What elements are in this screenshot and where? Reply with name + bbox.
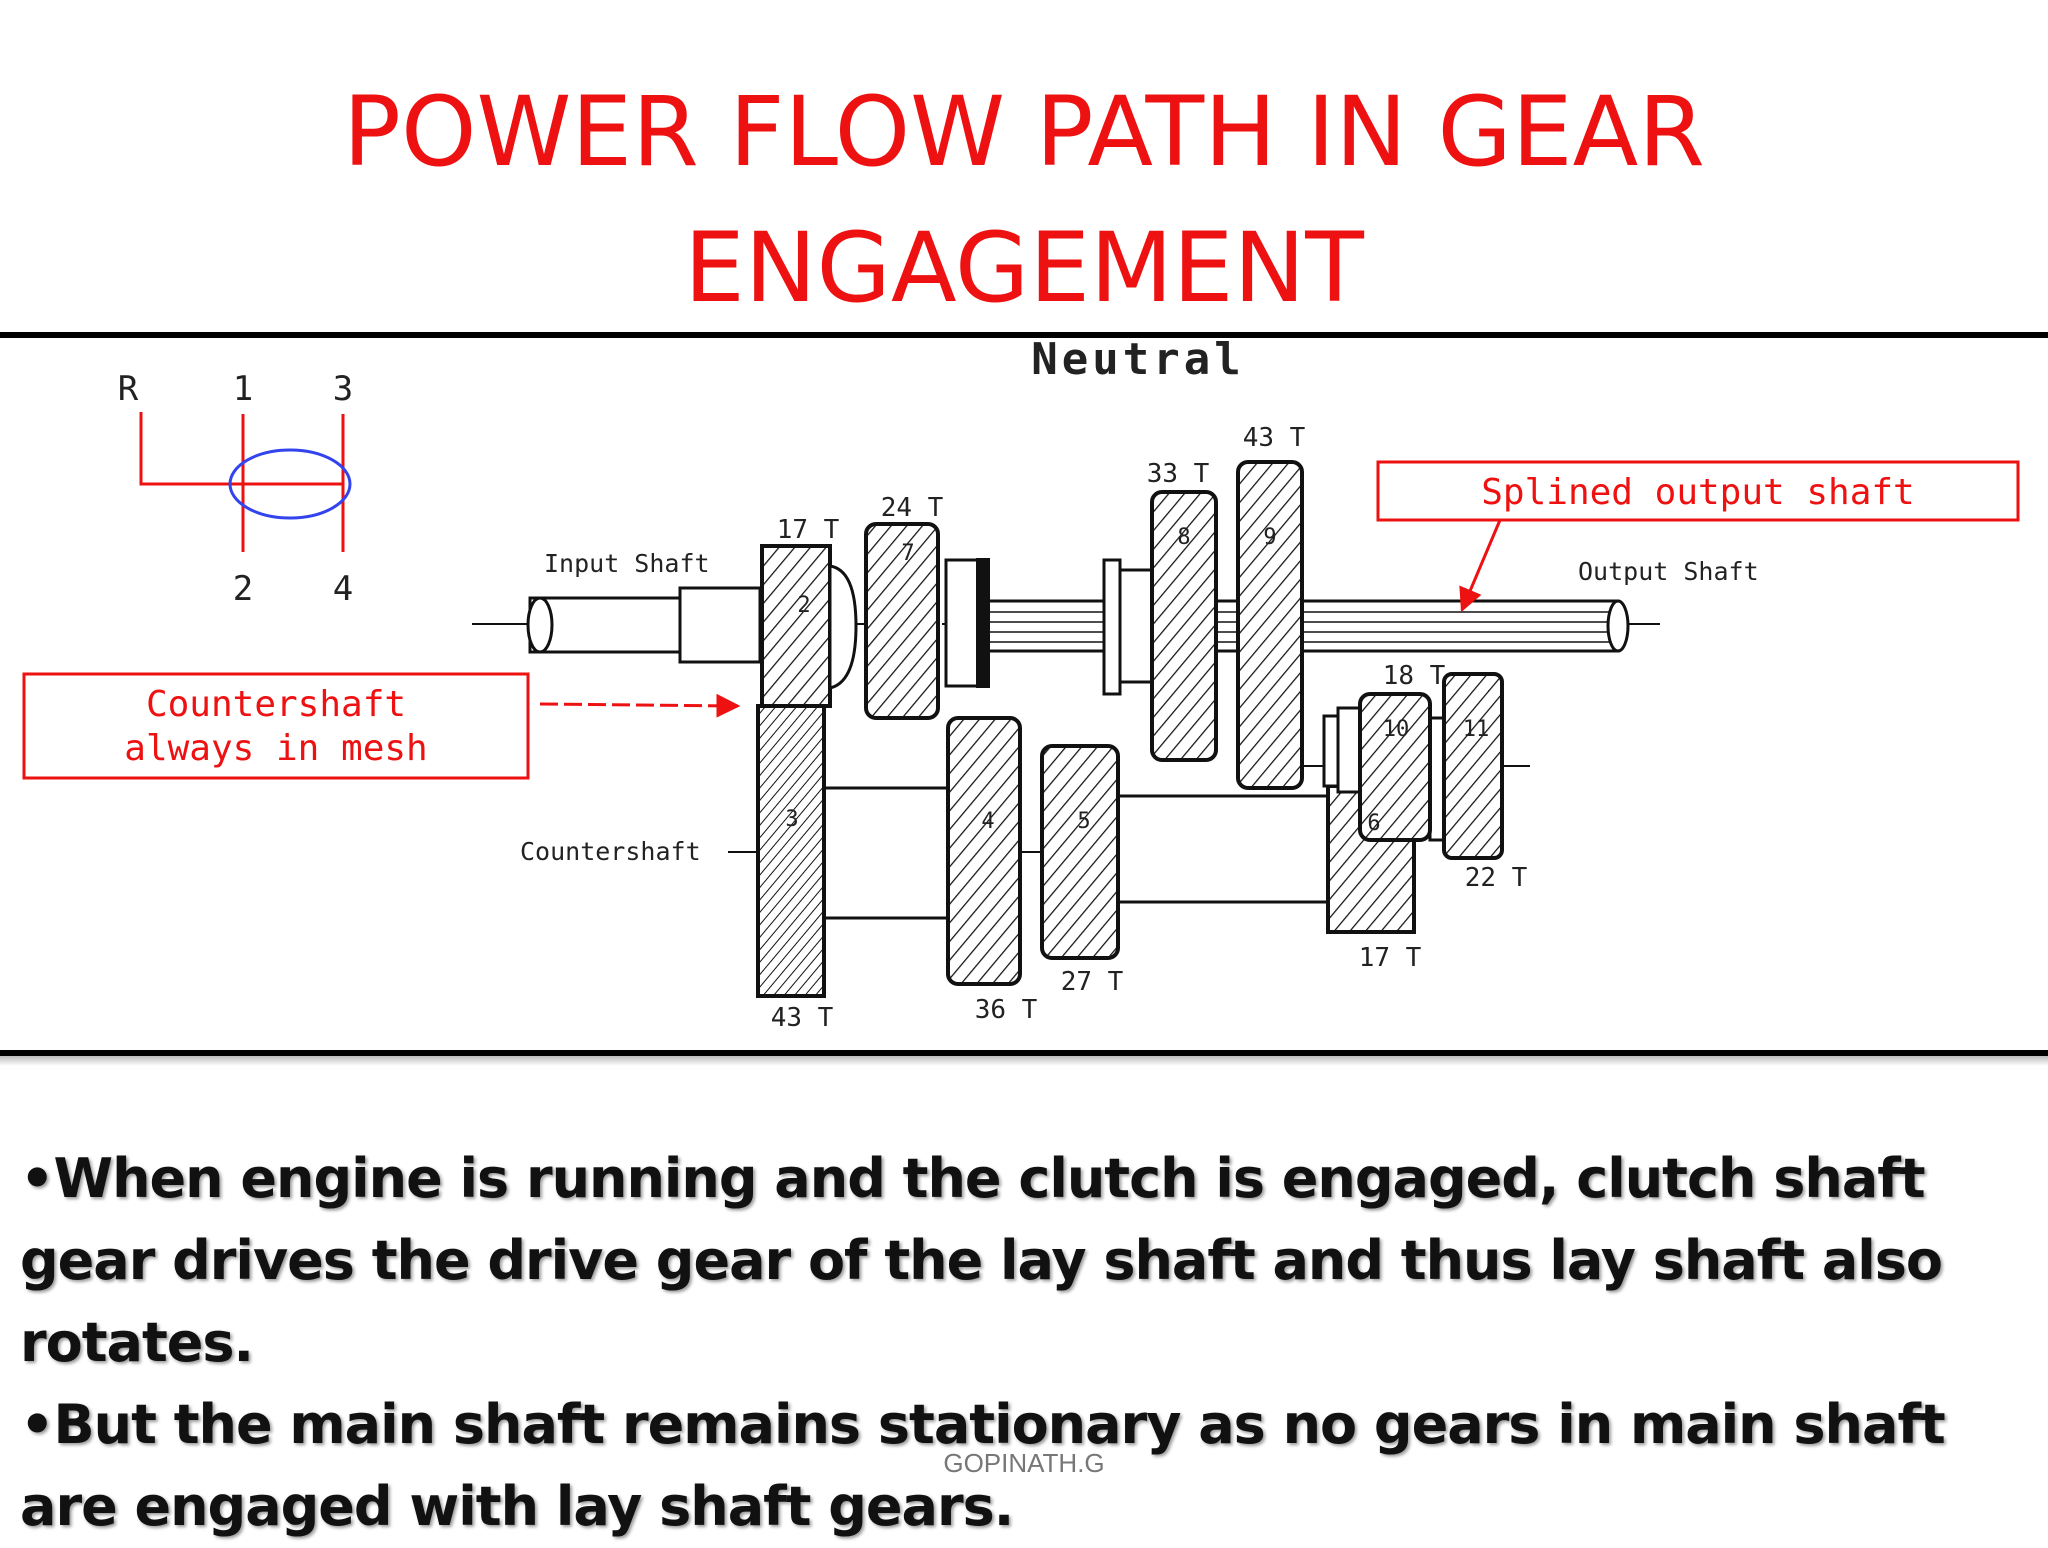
- page-title: POWER FLOW PATH IN GEAR ENGAGEMENT: [0, 64, 2048, 336]
- gearbox-diagram: Neutral R 1 3 2 4: [22, 334, 2020, 1033]
- neutral-position-ring: [228, 448, 352, 520]
- gear-8: [1150, 490, 1218, 762]
- gear-11: [1442, 672, 1504, 860]
- teeth-label-17a: 17 T: [777, 515, 840, 545]
- gear-number-11: 11: [1463, 717, 1490, 742]
- teeth-label-27: 27 T: [1061, 967, 1124, 997]
- shift-label-3: 3: [333, 369, 353, 409]
- shift-pattern: R 1 3 2 4: [118, 369, 353, 609]
- shift-label-4: 4: [333, 569, 353, 609]
- teeth-label-33: 33 T: [1147, 459, 1210, 489]
- gear-number-8: 8: [1177, 525, 1190, 550]
- shift-label-1: 1: [233, 369, 253, 409]
- splined-callout-box: [1376, 460, 2020, 522]
- input-shaft-label: Input Shaft: [544, 549, 710, 578]
- mesh-callout-box: [22, 672, 530, 780]
- gear-2-hub: [828, 564, 858, 690]
- output-shaft-label: Output Shaft: [1578, 557, 1759, 586]
- title-line-1: POWER FLOW PATH IN GEAR: [343, 76, 1705, 188]
- gear-number-10: 10: [1383, 717, 1410, 742]
- gear-number-5: 5: [1077, 809, 1090, 834]
- bullet-1: •When engine is running and the clutch i…: [20, 1147, 1943, 1374]
- teeth-label-43b: 43 T: [771, 1003, 834, 1033]
- gear-4: [946, 716, 1022, 986]
- teeth-label-22: 22 T: [1465, 863, 1528, 893]
- mesh-callout-line-1: Countershaft: [146, 684, 406, 725]
- splined-callout-arrow: [1459, 519, 1502, 613]
- gear-number-9: 9: [1263, 525, 1276, 550]
- title-line-2: ENGAGEMENT: [684, 212, 1364, 324]
- shift-gate-lines: [139, 412, 345, 552]
- gear-10: [1358, 692, 1432, 842]
- diagram-heading: Neutral: [1031, 334, 1244, 385]
- gear-7: [864, 522, 940, 720]
- gear-5: [1040, 744, 1120, 960]
- gear-9: [1236, 460, 1304, 790]
- explanation-text: •When engine is running and the clutch i…: [20, 1138, 2030, 1548]
- mesh-callout-arrow: [539, 693, 741, 718]
- shift-label-r: R: [118, 369, 139, 409]
- countershaft-label: Countershaft: [520, 837, 701, 866]
- gear-2-input: [760, 544, 832, 708]
- gear-number-3: 3: [785, 807, 798, 832]
- gear-number-4: 4: [981, 809, 994, 834]
- teeth-label-17b: 17 T: [1359, 943, 1422, 973]
- gear-number-7: 7: [901, 541, 914, 566]
- input-shaft: [526, 586, 762, 664]
- mesh-callout-line-2: always in mesh: [124, 728, 427, 769]
- gear-number-2: 2: [797, 593, 810, 618]
- author-footer: GOPINATH.G: [943, 1448, 1105, 1478]
- gear-3: [756, 704, 826, 998]
- teeth-label-36: 36 T: [975, 995, 1038, 1025]
- teeth-label-43a: 43 T: [1243, 423, 1306, 453]
- shift-label-2: 2: [233, 569, 253, 609]
- teeth-label-18: 18 T: [1383, 661, 1446, 691]
- gear-number-6: 6: [1367, 811, 1380, 836]
- splined-callout-text: Splined output shaft: [1481, 472, 1914, 513]
- bullet-2: •But the main shaft remains stationary a…: [20, 1393, 1946, 1538]
- teeth-label-24: 24 T: [881, 493, 944, 523]
